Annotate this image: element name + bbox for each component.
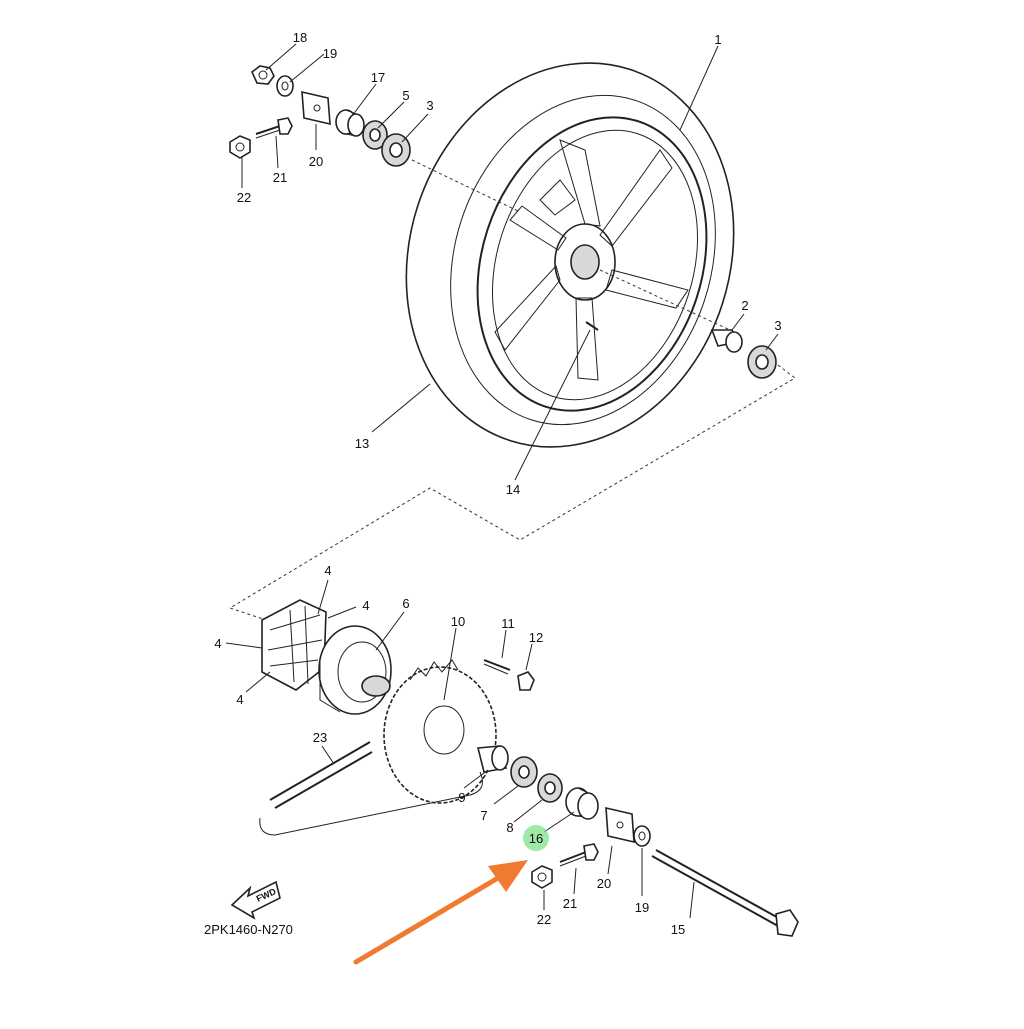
callout-13: 13 [355,436,369,451]
callout-16: 16 [529,831,543,846]
callout-9: 9 [458,790,465,805]
nut-22-top [229,135,251,159]
fwd-arrow-icon: FWD [230,880,281,920]
sprocket-10 [383,659,497,804]
bearing-5-top [362,120,388,150]
collar-9 [476,745,509,773]
callout-20-bottom: 20 [597,876,611,891]
callout-19-bottom: 19 [635,900,649,915]
callout-6: 6 [402,596,409,611]
nut-22-bottom [531,865,553,889]
rear-wheel [405,62,735,448]
callout-8: 8 [506,820,513,835]
leader-lines [225,43,779,919]
washer-19-top [276,75,294,97]
bolt-21-top [255,117,293,139]
damper-4 [261,599,327,691]
callout-3-right: 3 [774,318,781,333]
callout-10: 10 [451,614,465,629]
callout-2: 2 [741,298,748,313]
bolt-11 [483,659,511,675]
callout-17: 17 [371,70,385,85]
callout-4-right: 4 [362,598,369,613]
highlight-marker-16 [523,825,549,851]
callout-4-left: 4 [214,636,221,651]
adjuster-plate-20-bottom [605,806,635,844]
callout-15: 15 [671,922,685,937]
washer-19-bottom [633,825,651,847]
callout-12: 12 [529,630,543,645]
oil-seal-8 [537,773,563,803]
adjuster-plate-20-top [301,90,331,126]
callout-18: 18 [293,30,307,45]
nut-18 [251,65,275,85]
part-code-label: 2PK1460-N270 [204,922,293,937]
pointer-arrow-icon [353,860,528,965]
collar-2 [710,329,743,353]
bearing-3-right [747,345,777,379]
bearing-3-top [381,133,411,167]
callout-1: 1 [714,32,721,47]
collar-16 [565,787,599,820]
bearing-7 [510,756,538,788]
callout-14: 14 [506,482,520,497]
callout-4-top: 4 [324,563,331,578]
callout-20-top: 20 [309,154,323,169]
callout-21-top: 21 [273,170,287,185]
hub-clutch-6 [318,625,392,715]
callout-22-top: 22 [237,190,251,205]
callout-11: 11 [501,616,515,631]
callout-21-bottom: 21 [563,896,577,911]
callout-23: 23 [313,730,327,745]
callout-4-bottom: 4 [236,692,243,707]
callout-7: 7 [480,808,487,823]
callout-5: 5 [402,88,409,103]
callout-19-top: 19 [323,46,337,61]
bolt-21-bottom [559,843,599,867]
nut-12 [517,671,535,691]
axle-15 [651,849,799,937]
callout-22-bottom: 22 [537,912,551,927]
collar-17 [335,109,365,137]
callout-3-top: 3 [426,98,433,113]
chain-23 [259,741,483,836]
callout-labels: 1 2 3 3 4 4 4 4 5 6 7 8 9 10 11 12 13 14… [214,30,781,937]
